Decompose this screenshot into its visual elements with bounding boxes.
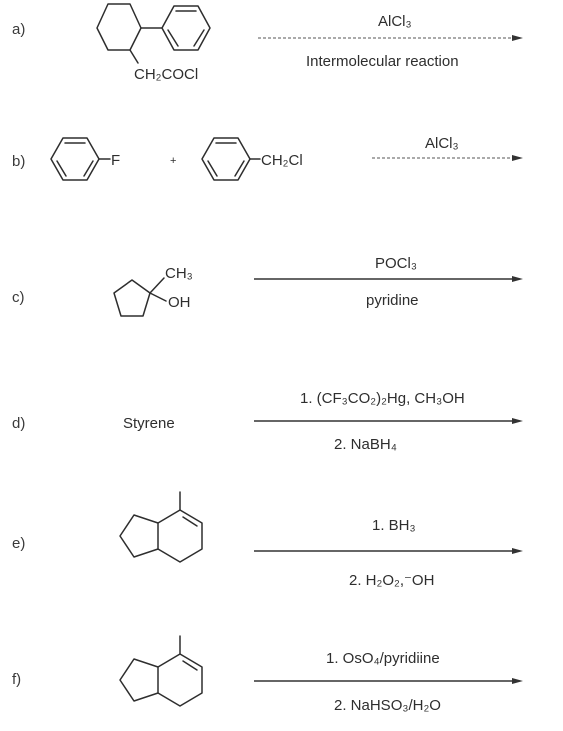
cyclohexane-ring (96, 3, 142, 51)
double-bond (182, 516, 198, 527)
plus-sign: + (170, 155, 176, 167)
reagent-below-e: 2. H₂O₂,⁻OH (349, 572, 434, 589)
cyclopentane-ring (119, 514, 159, 558)
problem-a: a) CH₂COCl AlCl₃ Intermolecular reaction (12, 3, 523, 83)
problem-c: c) CH₃ OH POCl₃ pyridine (12, 255, 523, 317)
fluorobenzene-structure: F (50, 137, 120, 181)
reagent-below-d: 2. NaBH₄ (334, 436, 397, 453)
problem-f: f) 1. OsO₄/pyridiine 2. NaHSO₃/H₂O (12, 635, 523, 714)
problem-label-b: b) (12, 153, 25, 170)
problem-d: d) Styrene 1. (CF₃CO₂)₂Hg, CH₃OH 2. NaBH… (12, 390, 523, 453)
substituent-ch2cocl: CH₂COCl (134, 66, 198, 83)
cyclohexene-ring (157, 509, 203, 563)
double-bond (182, 660, 198, 671)
benzene-ring (50, 137, 100, 181)
substituent-oh: OH (168, 294, 191, 311)
reagent-above-f: 1. OsO₄/pyridiine (326, 650, 440, 667)
benzene-ring (161, 5, 211, 51)
reagent-above-c: POCl₃ (375, 255, 417, 272)
substituent-ch2cl: CH₂Cl (261, 152, 303, 169)
problem-label-c: c) (12, 289, 25, 306)
problem-b: b) F + CH₂Cl AlCl₃ (12, 135, 523, 181)
problem-label-d: d) (12, 415, 25, 432)
problem-label-f: f) (12, 671, 21, 688)
problem-label-e: e) (12, 535, 25, 552)
reagent-above-e: 1. BH₃ (372, 517, 416, 534)
substrate-styrene: Styrene (123, 415, 175, 432)
problem-label-a: a) (12, 21, 25, 38)
methylcyclopentanol-structure: CH₃ OH (113, 265, 193, 317)
methyl-hexahydroindene-structure (119, 491, 203, 563)
substituent-f: F (111, 152, 120, 169)
reagent-above-b: AlCl₃ (425, 135, 459, 152)
reagent-above-a: AlCl₃ (378, 13, 412, 30)
problem-e: e) 1. BH₃ 2. H₂O₂,⁻OH (12, 491, 523, 589)
cyclopentane-ring (119, 658, 159, 702)
benzene-ring (201, 137, 251, 181)
reagent-above-d: 1. (CF₃CO₂)₂Hg, CH₃OH (300, 390, 465, 407)
cyclohexyl-phenyl-structure: CH₂COCl (96, 3, 211, 83)
reagent-below-c: pyridine (366, 292, 419, 309)
reagent-below-f: 2. NaHSO₃/H₂O (334, 697, 441, 714)
cyclopentane-ring (113, 279, 151, 317)
substituent-ch3: CH₃ (165, 265, 193, 282)
methyl-hexahydroindene-structure (119, 635, 203, 707)
reagent-below-a: Intermolecular reaction (306, 53, 459, 70)
cyclohexene-ring (157, 653, 203, 707)
benzyl-chloride-structure: CH₂Cl (201, 137, 303, 181)
